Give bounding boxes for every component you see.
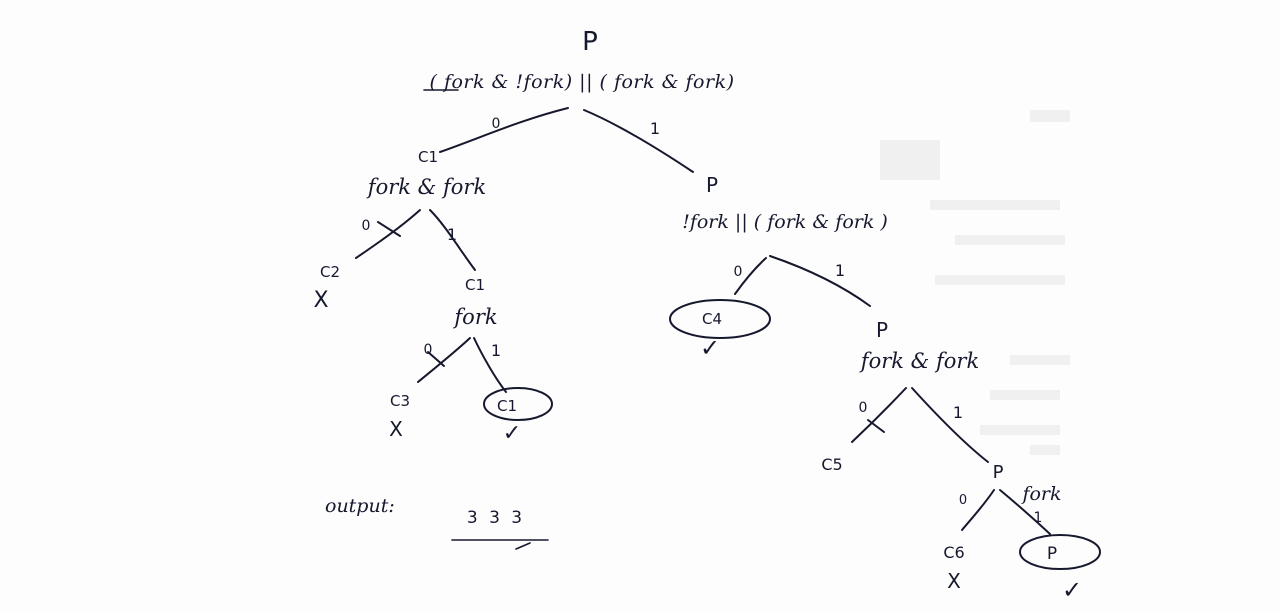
edge-label-root-left: 0 [492,116,501,132]
node-c3-label: C3 [390,392,410,410]
edge-c1-left-strike [377,221,401,237]
edge-prr-left [851,387,907,443]
node-c1b-label: C1 [465,276,485,294]
edge-root-right [583,109,694,173]
node-c4-label: C4 [702,310,722,328]
node-pr-expression: !fork || ( fork & fork ) [682,211,888,233]
edge-label-prrr-right: 1 [1034,510,1043,526]
node-c5-label: C5 [821,455,842,474]
edge-pr-left [734,257,767,295]
node-c1-leaf-mark: ✓ [503,421,521,446]
edge-label-c1-right: 1 [447,225,457,244]
node-prrr-label: P [993,462,1004,483]
edge-label-prr-left: 0 [859,400,868,416]
node-c4-mark: ✓ [700,334,720,362]
edge-label-prr-right: 1 [953,403,963,422]
edge-c1b-left [417,337,471,383]
node-c1-label: C1 [418,148,438,166]
node-pr-label: P [706,173,718,197]
edge-label-prrr-left: 0 [959,493,967,508]
edge-prrr-right [999,489,1051,535]
node-c1b-expression: fork [452,305,497,329]
edge-label-pr-left: 0 [734,264,743,280]
edge-c1-right [429,209,476,271]
paper-bleed-through [880,110,1070,455]
edge-label-c1b-left: 0 [424,342,433,358]
edge-c1b-left-strike [427,351,445,367]
node-c2-mark: X [313,288,328,313]
edge-label-c1b-right: 1 [491,341,501,360]
output-value: 3 3 3 [467,508,525,528]
root-expression: ( fork & !fork) || ( fork & fork) [430,71,735,93]
root-process-label: P [582,27,598,57]
node-prr-label: P [876,318,888,342]
edge-prr-left-strike [867,419,885,433]
node-c6-mark: X [947,569,961,593]
node-prrr-expression: fork [1020,483,1061,505]
output-underline-tick [515,542,531,550]
node-p-leaf-label: P [1047,544,1057,564]
edge-prrr-left [961,489,995,531]
node-p-leaf-mark: ✓ [1062,576,1082,604]
edge-label-c1-left: 0 [362,218,371,234]
node-c1-leaf-label: C1 [497,397,517,415]
edge-root-left [439,107,569,153]
edge-label-pr-right: 1 [835,261,845,280]
node-c2-label: C2 [320,263,340,281]
node-c4-circle [669,299,771,339]
node-c6-label: C6 [943,543,964,562]
node-prr-expression: fork & fork [859,349,979,373]
node-c1-expression: fork & fork [366,175,486,199]
edge-prr-right [911,387,989,463]
edge-c1b-right [473,337,507,393]
edge-label-root-right: 1 [650,119,660,138]
output-label: output: [325,495,395,517]
node-c1-leaf-circle [483,387,553,421]
edge-pr-right [769,255,871,307]
node-c3-mark: X [389,417,403,441]
node-p-leaf-circle [1019,534,1101,570]
edge-c1-left [355,209,421,259]
